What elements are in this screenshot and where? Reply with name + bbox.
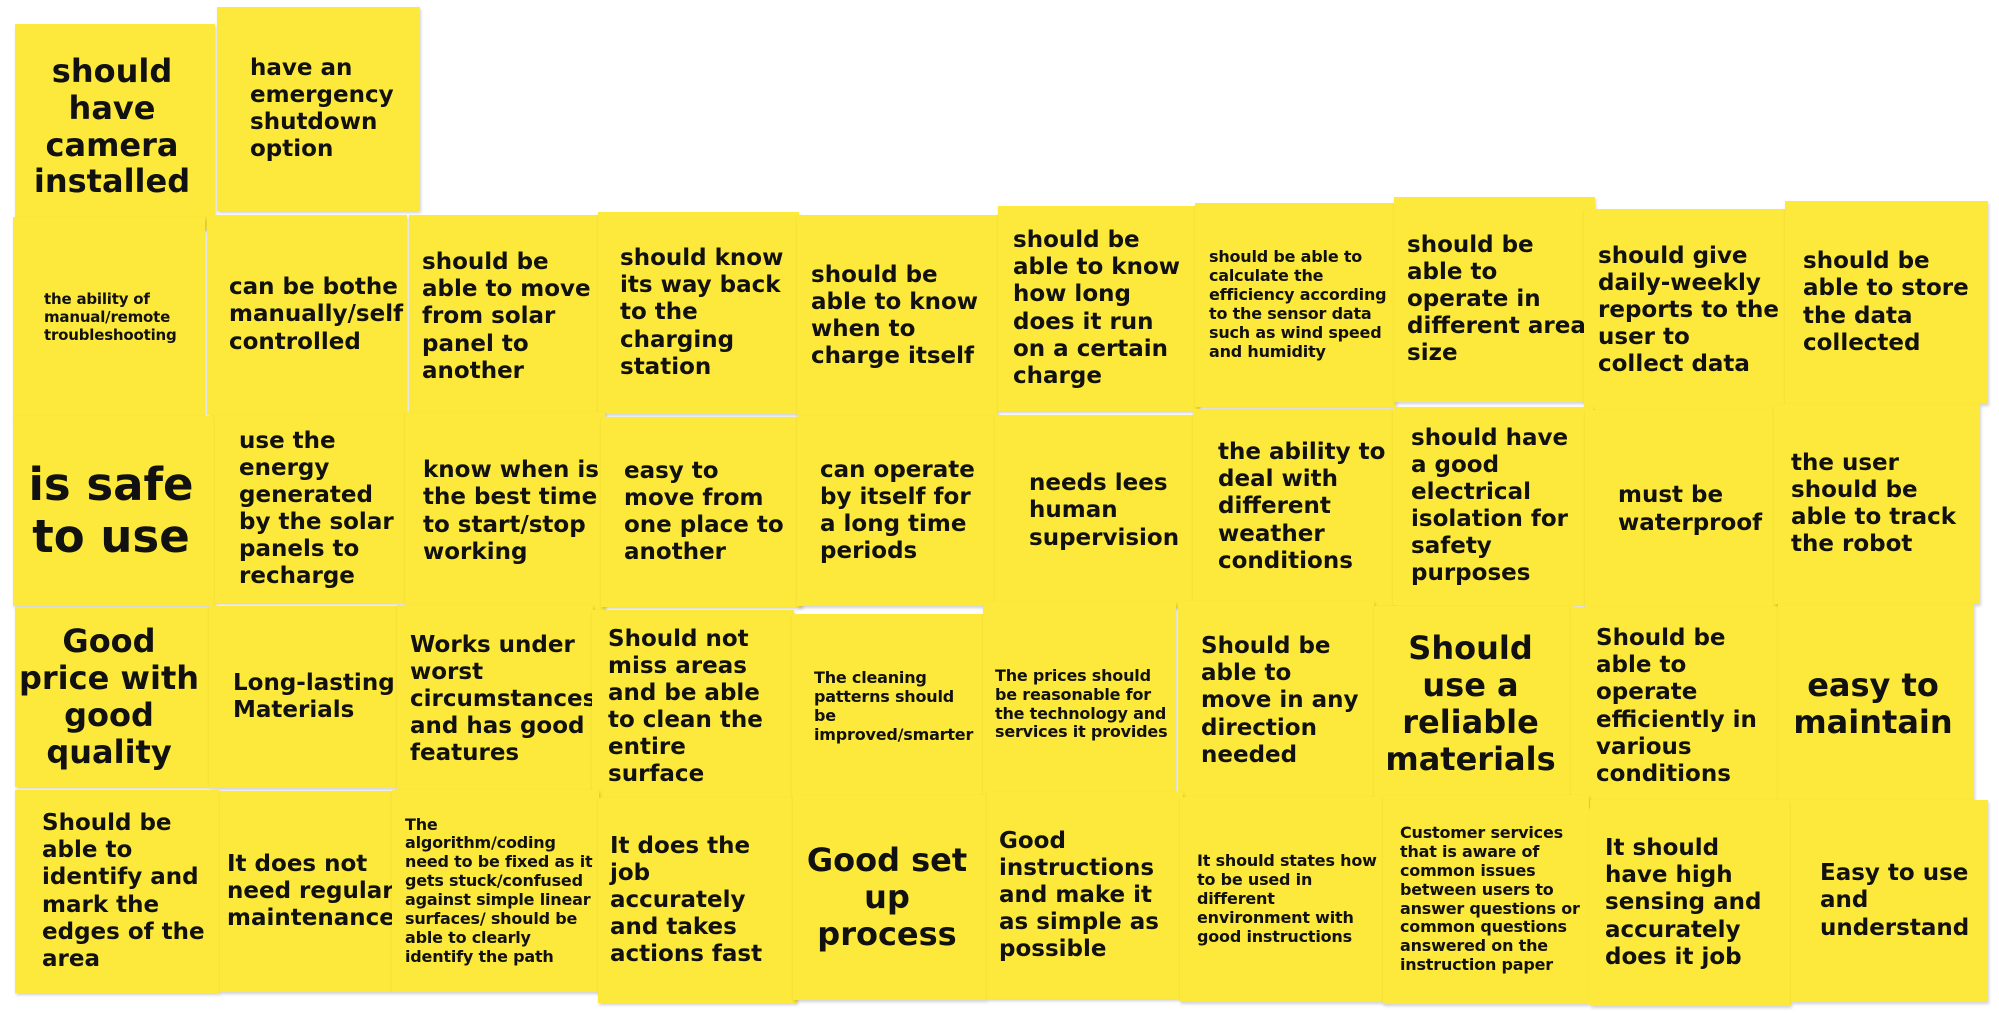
sticky-note-text: needs lees human supervision — [1029, 470, 1180, 551]
sticky-note[interactable]: is safe to use — [13, 416, 215, 606]
sticky-note-text: Easy to use and understand — [1820, 860, 1970, 941]
sticky-note[interactable]: can be bothe manually/self controlled — [207, 215, 407, 415]
sticky-note[interactable]: Should be able to move in any direction … — [1178, 601, 1374, 801]
sticky-note-text: have an emergency shutdown option — [250, 54, 394, 163]
sticky-note-text: should have camera installed — [33, 51, 191, 201]
sticky-note[interactable]: must be waterproof — [1585, 410, 1779, 609]
sticky-note[interactable]: should know its way back to the charging… — [598, 212, 799, 414]
sticky-note-text: should be able to calculate the efficien… — [1209, 247, 1387, 361]
sticky-note-text: Customer services that is aware of commo… — [1400, 823, 1580, 975]
sticky-note-text: Long-lasting Materials — [233, 669, 395, 723]
sticky-note[interactable]: easy to maintain — [1778, 604, 1974, 803]
sticky-note-text: should be able to move from solar panel … — [422, 249, 591, 384]
sticky-note-text: the ability to deal with different weath… — [1218, 439, 1386, 574]
sticky-note[interactable]: It should have high sensing and accurate… — [1590, 800, 1791, 1006]
sticky-note-text: easy to move from one place to another — [624, 457, 784, 566]
sticky-note[interactable]: Should be able to identify and mark the … — [15, 790, 220, 993]
sticky-note-text: should be able to know how long does it … — [1013, 227, 1180, 389]
sticky-note[interactable]: should be able to move from solar panel … — [409, 215, 601, 419]
sticky-note[interactable]: should be able to operate in different a… — [1394, 197, 1595, 402]
sticky-note[interactable]: know when is the best time to start/stop… — [405, 412, 605, 611]
sticky-note[interactable]: the user should be able to track the rob… — [1774, 404, 1980, 604]
sticky-note[interactable]: should be able to know how long does it … — [998, 206, 1199, 411]
sticky-note-text: It does not need regular maintenance — [227, 850, 392, 932]
sticky-note-text: Good price with good quality — [18, 622, 200, 771]
sticky-note[interactable]: Easy to use and understand — [1791, 800, 1988, 1002]
sticky-note[interactable]: The cleaning patterns should be improved… — [792, 614, 983, 800]
sticky-note[interactable]: needs lees human supervision — [995, 415, 1195, 607]
sticky-note-text: Good instructions and make it as simple … — [999, 827, 1159, 963]
sticky-note-text: know when is the best time to start/stop… — [423, 457, 599, 565]
sticky-note-text: Should be able to move in any direction … — [1201, 633, 1359, 768]
sticky-note[interactable]: The algorithm/coding need to be fixed as… — [392, 790, 599, 992]
sticky-note[interactable]: Should be able to operate efficiently in… — [1571, 607, 1778, 806]
sticky-note-text: Works under worst circumstances and has … — [410, 631, 593, 767]
sticky-note[interactable]: Good set up process — [793, 795, 987, 1000]
sticky-note-text: can operate by itself for a long time pe… — [820, 456, 975, 565]
sticky-note-text: should be able to know when to charge it… — [811, 261, 978, 370]
sticky-note-text: The algorithm/coding need to be fixed as… — [405, 814, 593, 966]
sticky-note-text: can be bothe manually/self controlled — [229, 274, 404, 355]
sticky-note-text: Should be able to operate efficiently in… — [1596, 625, 1757, 787]
sticky-note[interactable]: Should use a reliable materials — [1374, 606, 1573, 802]
sticky-note[interactable]: Long-lasting Materials — [209, 606, 403, 788]
sticky-note-text: must be waterproof — [1618, 482, 1763, 536]
sticky-note-text: The prices should be reasonable for the … — [995, 665, 1168, 742]
sticky-note-text: Should be able to identify and mark the … — [42, 810, 205, 972]
sticky-note[interactable]: It does not need regular maintenance — [220, 791, 392, 992]
sticky-note[interactable]: the ability to deal with different weath… — [1193, 409, 1394, 605]
sticky-note-text: Should use a reliable materials — [1385, 629, 1556, 778]
sticky-note-text: should be able to store the data collect… — [1803, 248, 1969, 356]
sticky-note[interactable]: use the energy generated by the solar pa… — [215, 415, 405, 603]
sticky-note-text: should have a good electrical isolation … — [1411, 424, 1569, 587]
sticky-note[interactable]: should give daily-weekly reports to the … — [1584, 209, 1785, 412]
sticky-note[interactable]: Good instructions and make it as simple … — [987, 792, 1183, 999]
sticky-note-text: easy to maintain — [1793, 665, 1953, 741]
sticky-note-text: It does the job accurately and takes act… — [610, 832, 763, 968]
sticky-note[interactable]: Customer services that is aware of commo… — [1383, 795, 1589, 1004]
sticky-note-text: should know its way back to the charging… — [620, 245, 784, 380]
sticky-note[interactable]: have an emergency shutdown option — [217, 7, 420, 211]
sticky-note[interactable]: should be able to know when to charge it… — [797, 215, 998, 417]
sticky-note-text: The cleaning patterns should be improved… — [814, 668, 974, 744]
sticky-note-text: the user should be able to track the rob… — [1791, 449, 1957, 558]
sticky-note[interactable]: Works under worst circumstances and has … — [397, 605, 593, 794]
sticky-note[interactable]: It does the job accurately and takes act… — [598, 798, 797, 1003]
sticky-note[interactable]: should be able to calculate the efficien… — [1195, 203, 1396, 407]
sticky-note-text: Should not miss areas and be able to cle… — [608, 625, 763, 788]
sticky-note[interactable]: should be able to store the data collect… — [1785, 201, 1988, 404]
sticky-note[interactable]: Good price with good quality — [15, 607, 209, 787]
sticky-note-text: use the energy generated by the solar pa… — [239, 427, 394, 590]
sticky-note[interactable]: should have a good electrical isolation … — [1393, 407, 1593, 605]
sticky-note-text: should give daily-weekly reports to the … — [1598, 242, 1780, 378]
sticky-note-text: It should states how to be used in diffe… — [1197, 851, 1377, 946]
sticky-note[interactable]: It should states how to be used in diffe… — [1180, 797, 1385, 1002]
sticky-note[interactable]: the ability of manual/remote troubleshoo… — [13, 217, 205, 419]
sticky-note-text: is safe to use — [28, 458, 194, 563]
sticky-note[interactable]: should have camera installed — [15, 24, 215, 229]
sticky-note-text: It should have high sensing and accurate… — [1605, 835, 1762, 970]
sticky-note-text: the ability of manual/remote troubleshoo… — [44, 290, 177, 344]
sticky-note[interactable]: easy to move from one place to another — [601, 417, 802, 607]
sticky-note-text: Good set up process — [806, 841, 968, 953]
sticky-note[interactable]: can operate by itself for a long time pe… — [797, 416, 999, 606]
sticky-note-text: should be able to operate in different a… — [1407, 231, 1586, 367]
sticky-note[interactable]: Should not miss areas and be able to cle… — [592, 610, 794, 804]
sticky-note[interactable]: The prices should be reasonable for the … — [983, 602, 1176, 807]
